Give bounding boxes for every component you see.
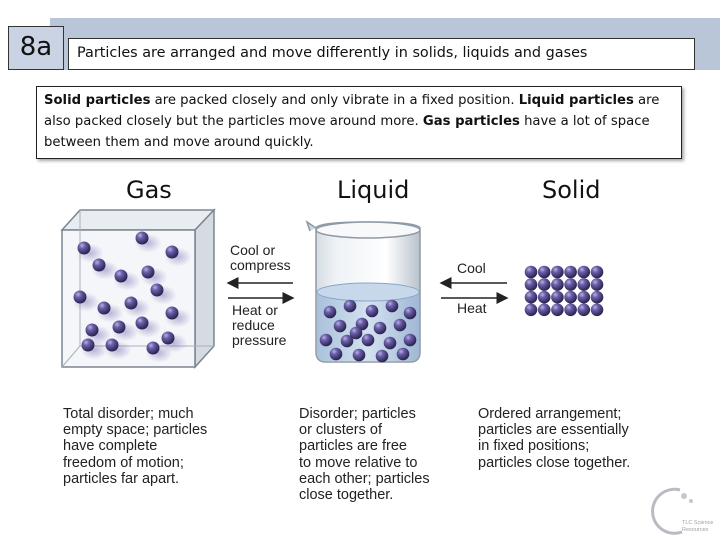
particle [384, 337, 397, 350]
description-line: have complete [63, 438, 207, 454]
particle [564, 266, 577, 279]
particle [578, 291, 591, 304]
particle [564, 304, 577, 317]
arrows-liquid-solid [441, 283, 507, 298]
particle [404, 307, 417, 320]
particle [115, 270, 128, 283]
logo: TLC Science Resources [646, 484, 718, 538]
particle [162, 332, 175, 345]
label-cool-compress-line2: compress [230, 258, 291, 273]
solid-particles [525, 266, 604, 316]
description-line: or clusters of [299, 422, 430, 438]
particle [376, 350, 389, 363]
label-heat-reduce: Heat or reduce pressure [232, 303, 286, 348]
particle [538, 266, 551, 279]
particle [386, 300, 399, 313]
description-solid: Ordered arrangement; particles are essen… [478, 406, 630, 471]
particle [334, 320, 347, 333]
particle [374, 322, 387, 335]
label-heat-reduce-line3: pressure [232, 333, 286, 348]
description-gas: Total disorder; much empty space; partic… [63, 406, 207, 487]
label-cool-compress: Cool or compress [230, 243, 291, 273]
description-line: freedom of motion; [63, 455, 207, 471]
description-line: Disorder; particles [299, 406, 430, 422]
particle [74, 291, 87, 304]
label-heat-reduce-line1: Heat or [232, 303, 286, 318]
particle [564, 278, 577, 291]
description-line: in fixed positions; [478, 438, 630, 454]
particle [136, 317, 149, 330]
particle [344, 300, 357, 313]
particle [362, 334, 375, 347]
description-line: Total disorder; much [63, 406, 207, 422]
label-cool-compress-line1: Cool or [230, 243, 291, 258]
particle [525, 278, 538, 291]
particle [366, 305, 379, 318]
description-liquid: Disorder; particles or clusters of parti… [299, 406, 430, 503]
particle [591, 291, 604, 304]
description-line: close together. [299, 487, 430, 503]
description-line: particles are free [299, 438, 430, 454]
particle [578, 278, 591, 291]
particle [578, 266, 591, 279]
particle [125, 297, 138, 310]
particle [404, 334, 417, 347]
description-line: particles far apart. [63, 471, 207, 487]
description-line: to move relative to [299, 455, 430, 471]
description-line: empty space; particles [63, 422, 207, 438]
label-heat-reduce-line2: reduce [232, 318, 286, 333]
particle [397, 348, 410, 361]
particle [551, 278, 564, 291]
particle [147, 342, 160, 355]
description-line: particles are essentially [478, 422, 630, 438]
particle [525, 304, 538, 317]
particle [525, 291, 538, 304]
particle [591, 304, 604, 317]
particle [142, 266, 155, 279]
particle [538, 291, 551, 304]
particle [86, 324, 99, 337]
particle [166, 246, 179, 259]
particle [591, 266, 604, 279]
particle [538, 278, 551, 291]
particle [564, 291, 577, 304]
particle [394, 319, 407, 332]
particle [551, 291, 564, 304]
label-cool: Cool [457, 261, 486, 276]
particle [330, 348, 343, 361]
particle [324, 306, 337, 319]
particle [151, 284, 164, 297]
particle [551, 304, 564, 317]
particle [551, 266, 564, 279]
particle [350, 327, 363, 340]
particle [525, 266, 538, 279]
particle [578, 304, 591, 317]
particle [98, 302, 111, 315]
logo-text-line1: TLC Science [682, 520, 714, 526]
particle [113, 321, 126, 334]
particle [106, 339, 119, 352]
particle [82, 339, 95, 352]
label-heat: Heat [457, 301, 487, 316]
particle [538, 304, 551, 317]
logo-text-line2: Resources [682, 527, 709, 533]
particle [166, 307, 179, 320]
particle [78, 242, 91, 255]
particle [136, 232, 149, 245]
description-line: each other; particles [299, 471, 430, 487]
particle [353, 349, 366, 362]
particle [320, 334, 333, 347]
arrows-gas-liquid [228, 283, 293, 298]
description-line: Ordered arrangement; [478, 406, 630, 422]
particle [93, 259, 106, 272]
description-line: particles close together. [478, 455, 630, 471]
particle [591, 278, 604, 291]
